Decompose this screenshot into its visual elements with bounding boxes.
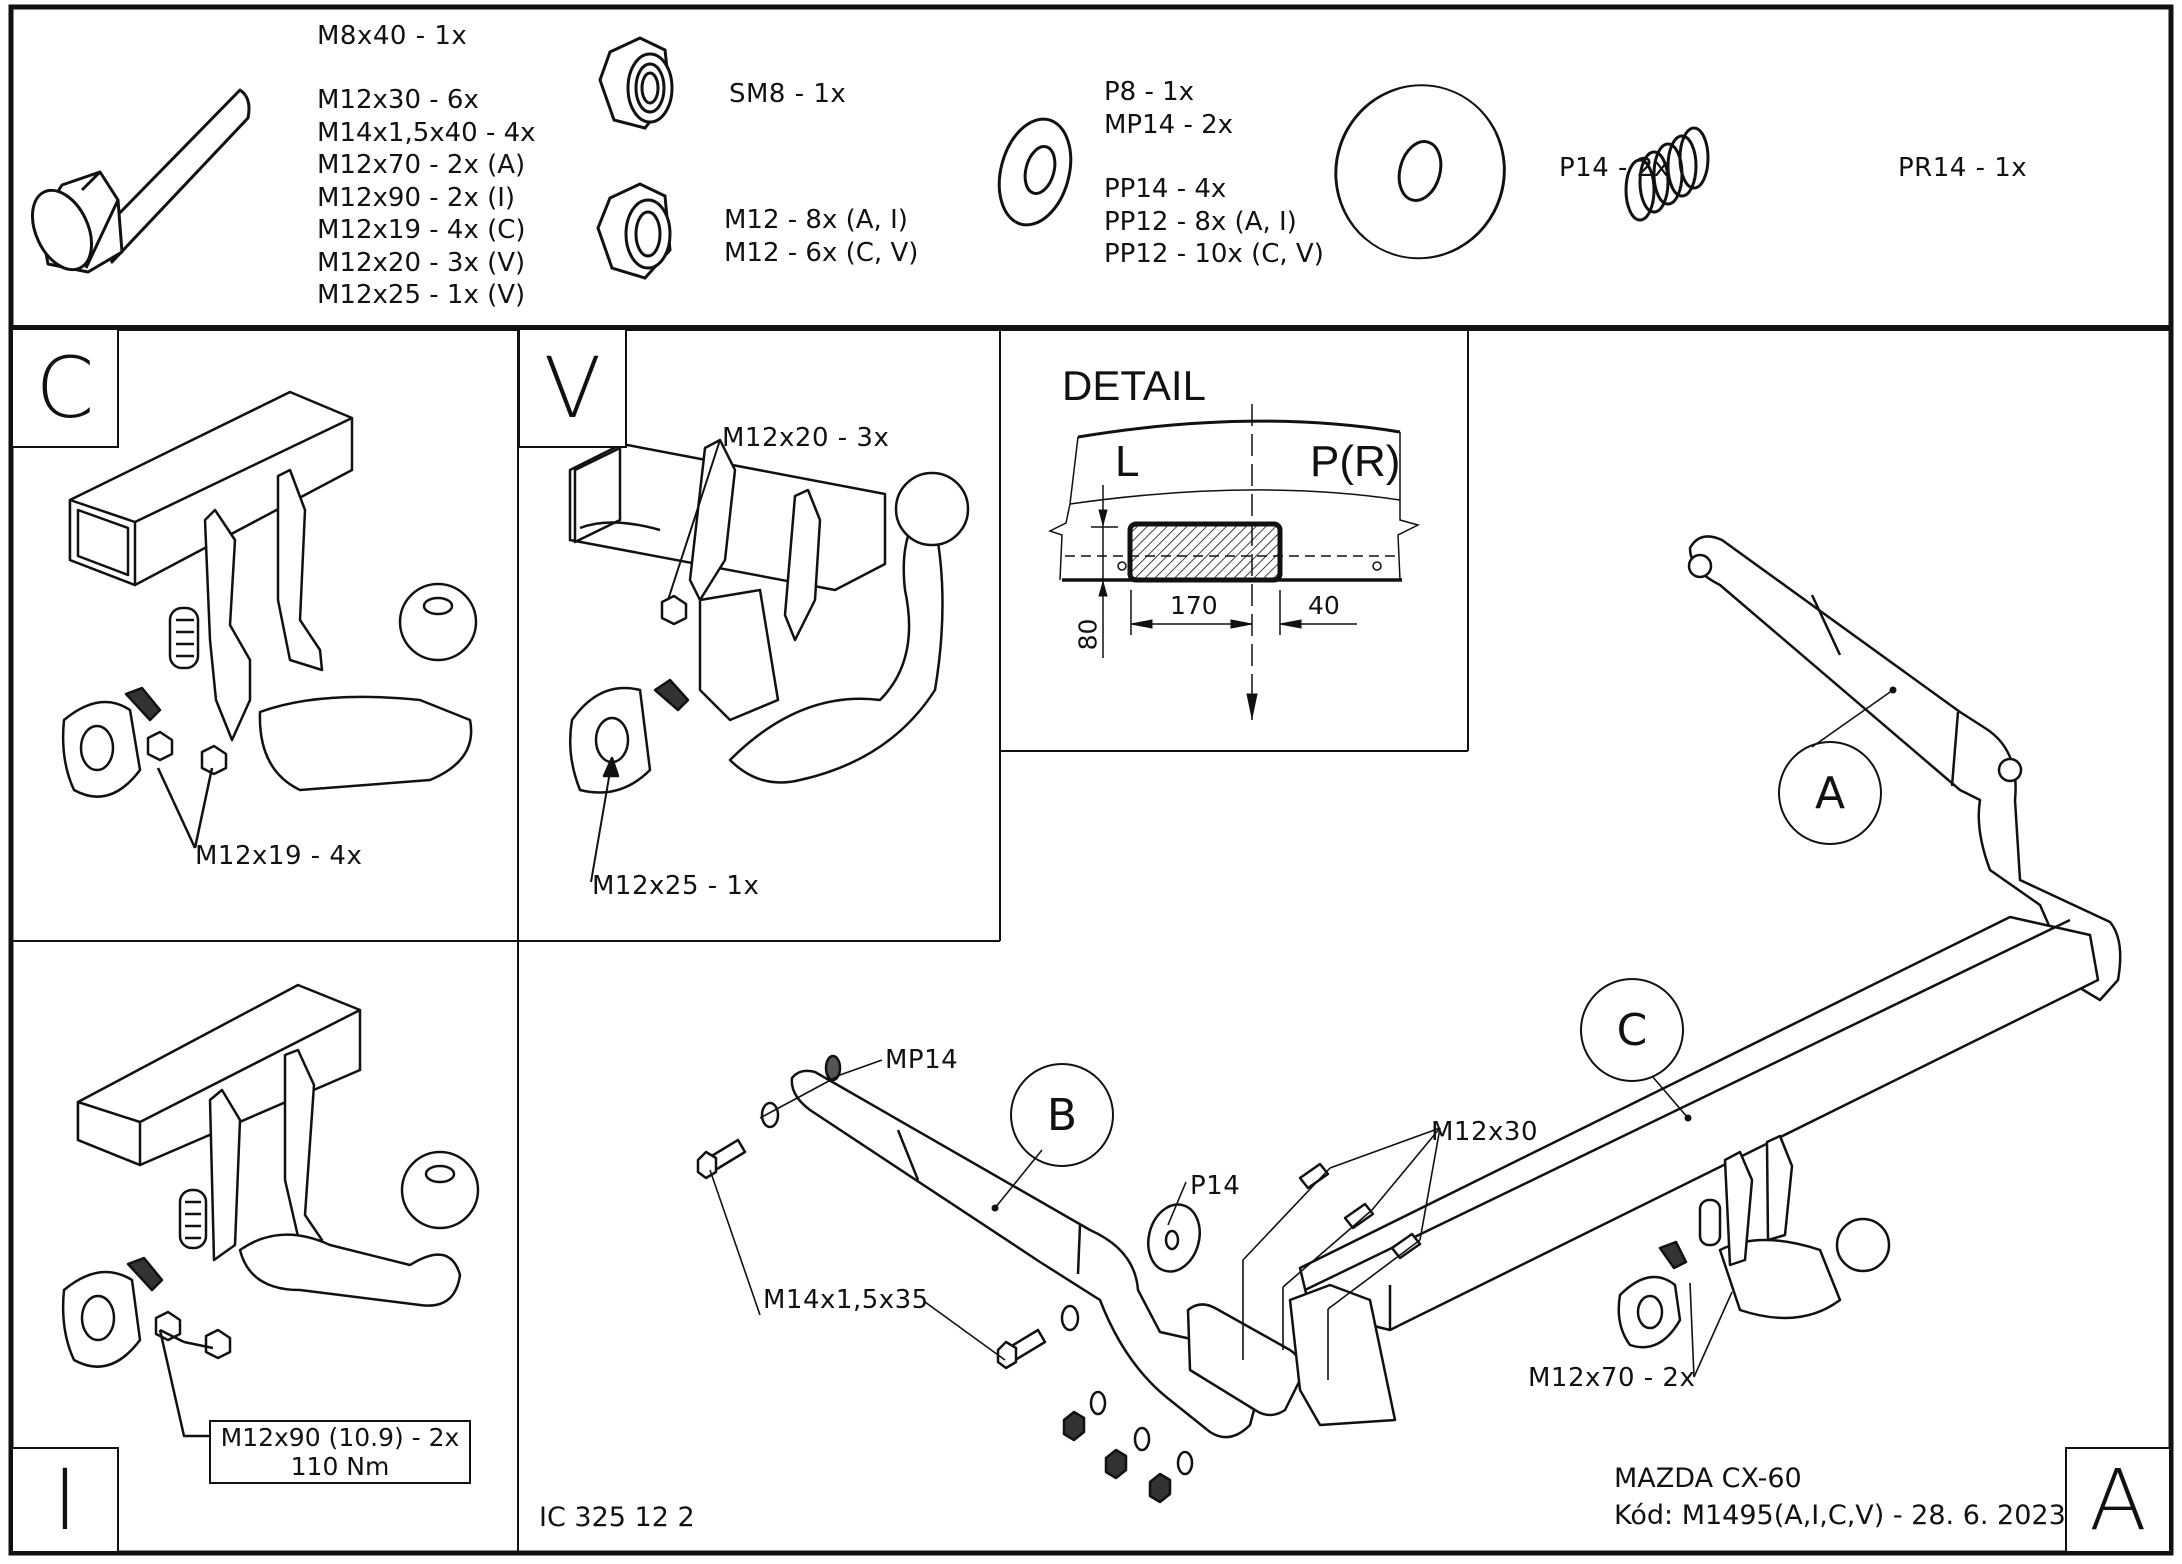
- detail-left-label: L: [1115, 437, 1140, 486]
- dim-height: 80: [1073, 618, 1103, 651]
- part-tag-a: A: [1778, 741, 1882, 845]
- callout-m12x25: M12x25 - 1x: [592, 871, 760, 901]
- torque-note: M12x90 (10.9) - 2x 110 Nm: [209, 1420, 471, 1484]
- nuts-b: [1062, 1390, 1194, 1504]
- bracket-a: [1688, 535, 2122, 1002]
- frame: [8, 4, 2174, 1556]
- hex-nut-icon: [596, 182, 672, 280]
- large-washer-icon: [1334, 84, 1506, 260]
- bolt-list: M12x30 - 6x M14x1,5x40 - 4x M12x70 - 2x …: [317, 84, 536, 312]
- callout-m12x70: M12x70 - 2x: [1528, 1363, 1696, 1393]
- spring-label: PR14 - 1x: [1898, 153, 2028, 183]
- callout-m14x1-5x35: M14x1,5x35: [763, 1285, 929, 1315]
- panel-label-c: C: [11, 328, 119, 448]
- nut-item: M12 - 8x (A, I): [724, 205, 908, 235]
- bolt-item: M12x25 - 1x (V): [317, 280, 526, 310]
- nylon-lock-nut-icon: [598, 36, 674, 130]
- bolt-item: M12x20 - 3x (V): [317, 247, 526, 278]
- washer-list-1: P8 - 1x MP14 - 2x: [1104, 76, 1233, 141]
- bolt-m8x40-label: M8x40 - 1x: [317, 21, 468, 51]
- drawing-number: IC 325 12 2: [539, 1502, 695, 1533]
- torque-note-torque: 110 Nm: [290, 1452, 390, 1481]
- washer-item: P8 - 1x: [1104, 77, 1195, 107]
- coil-spring-icon: [1624, 126, 1710, 222]
- detail-title: DETAIL: [1062, 362, 1206, 409]
- lock-nut-label: SM8 - 1x: [729, 79, 847, 109]
- callout-m12x20: M12x20 - 3x: [722, 423, 890, 453]
- bolt-item: M12x70 - 2x (A): [317, 150, 526, 180]
- panel-label-v: V: [518, 328, 627, 448]
- main-assembly-drawing: [696, 535, 2122, 1504]
- flat-washer-icon: [997, 117, 1073, 227]
- nut-list: M12 - 8x (A, I) M12 - 6x (C, V): [724, 204, 918, 269]
- bolts-m12x30: [1298, 1162, 1422, 1260]
- bolts-b: [696, 1054, 1201, 1370]
- torque-note-bolt: M12x90 (10.9) - 2x: [220, 1423, 460, 1452]
- bolt-item: M12x90 - 2x (I): [317, 182, 516, 213]
- outer-border: [8, 4, 2174, 1556]
- callout-p14: P14: [1190, 1171, 1241, 1201]
- callout-m12x19: M12x19 - 4x: [195, 841, 363, 871]
- panel-c-drawing: [61, 390, 478, 849]
- detail-drawing: [1048, 404, 1421, 720]
- washer-item: MP14 - 2x: [1104, 109, 1234, 140]
- washer-item: PP12 - 8x (A, I): [1104, 206, 1297, 237]
- washer-list-2: PP14 - 4x PP12 - 8x (A, I) PP12 - 10x (C…: [1104, 173, 1324, 271]
- detail-right-label: P(R): [1310, 437, 1401, 486]
- crossbar-c: [1298, 915, 2100, 1332]
- callout-mp14: MP14: [885, 1045, 959, 1075]
- bracket-b: [790, 1069, 1260, 1439]
- part-tag-c: C: [1580, 978, 1684, 1082]
- bolt-item: M12x19 - 4x (C): [317, 215, 526, 245]
- leader-dots: [991, 686, 1897, 1212]
- bolt-item: M12x30 - 6x: [317, 85, 479, 115]
- leader-lines: [709, 689, 1894, 1380]
- part-tag-b: B: [1010, 1063, 1114, 1167]
- panel-v-drawing: [568, 438, 970, 883]
- panel-i-drawing: [61, 983, 480, 1438]
- vehicle-title: MAZDA CX-60: [1614, 1463, 1802, 1494]
- washer-item: PP14 - 4x: [1104, 174, 1227, 204]
- dim-offset: 40: [1308, 591, 1340, 620]
- code-line: Kód: M1495(A,I,C,V) - 28. 6. 2023: [1614, 1500, 2066, 1531]
- dim-width: 170: [1170, 591, 1218, 620]
- panel-label-i: I: [11, 1447, 119, 1553]
- callout-m12x30: M12x30: [1431, 1117, 1538, 1147]
- hex-bolt-icon: [30, 88, 251, 274]
- large-washer-label: P14 - 2x: [1559, 153, 1670, 183]
- washer-item: PP12 - 10x (C, V): [1104, 239, 1324, 269]
- bolt-item: M14x1,5x40 - 4x: [317, 117, 536, 148]
- nut-item: M12 - 6x (C, V): [724, 237, 919, 268]
- sheet-label: A: [2065, 1447, 2171, 1553]
